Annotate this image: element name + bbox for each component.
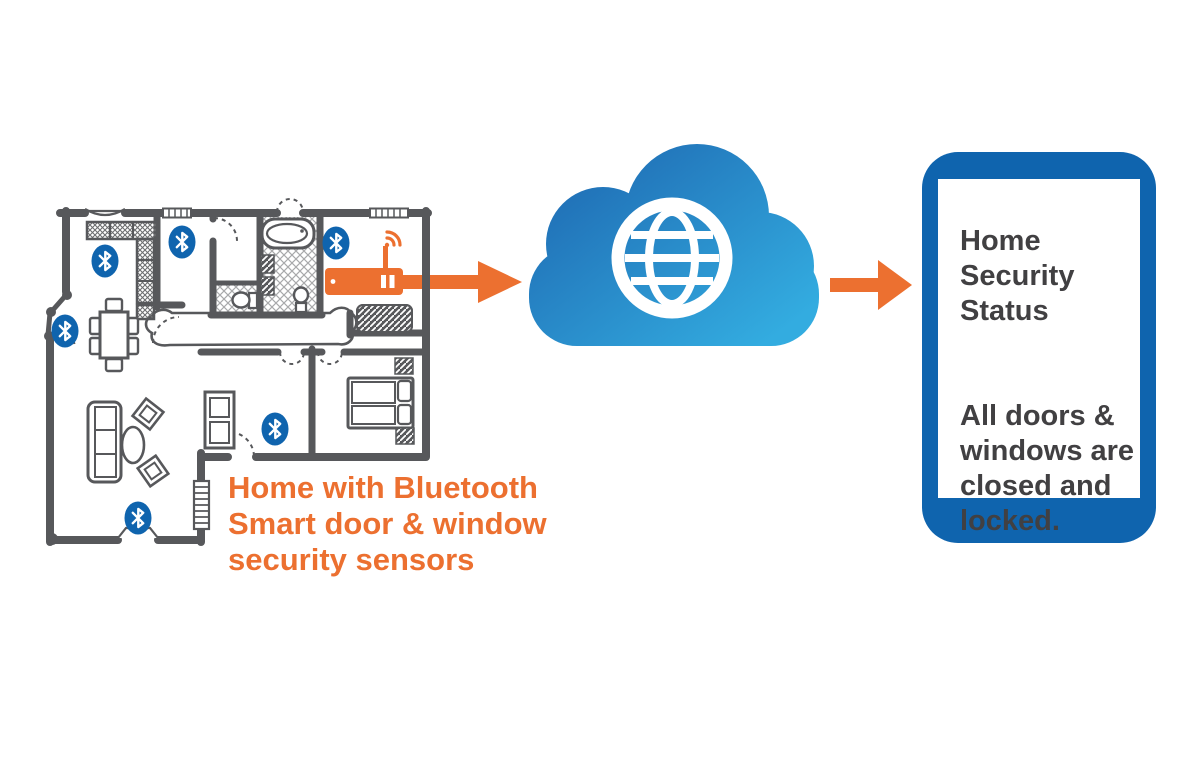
wifi-router-icon: [325, 230, 403, 295]
bathtub: [260, 217, 316, 250]
wall-joints: [44, 290, 72, 545]
smartphone: Home Security Status All doors & windows…: [922, 152, 1156, 543]
bluetooth-icon: [260, 411, 290, 447]
bluetooth-icon: [50, 313, 80, 349]
furniture: [85, 217, 415, 531]
rug: [356, 304, 413, 333]
dining-table: [88, 297, 140, 373]
walls: [45, 207, 432, 546]
home-floorplan: [44, 198, 432, 546]
bluetooth-icon: [321, 225, 351, 261]
phone-screen: Home Security Status All doors & windows…: [938, 179, 1140, 537]
internet-cloud: [529, 144, 819, 346]
stairs: [192, 479, 211, 531]
bluetooth-icon: [167, 224, 197, 260]
security-status-panel: Home Security Status All doors & windows…: [960, 189, 1136, 574]
wifi-icon: [385, 230, 402, 247]
nightstand: [394, 357, 415, 445]
coffee-table: [120, 425, 146, 465]
dresser: [203, 390, 236, 450]
kitchen-counter: [85, 220, 159, 321]
security-status-message: All doors & windows are closed and locke…: [960, 400, 1135, 537]
bathroom-vanity: [260, 254, 275, 296]
armchair: [135, 453, 171, 489]
bed: [346, 376, 415, 430]
sofa: [86, 400, 123, 484]
globe-icon: [611, 197, 733, 319]
floorplan-caption: Home with Bluetooth Smart door & window …: [228, 470, 547, 577]
bluetooth-icon: [123, 500, 153, 536]
arrow-right-icon: [400, 261, 522, 303]
armchair: [130, 396, 166, 432]
bluetooth-icon: [90, 243, 120, 279]
security-status-title: Home Security Status: [960, 225, 1075, 327]
arrow-right-icon: [830, 260, 912, 310]
toilet: [231, 286, 310, 314]
